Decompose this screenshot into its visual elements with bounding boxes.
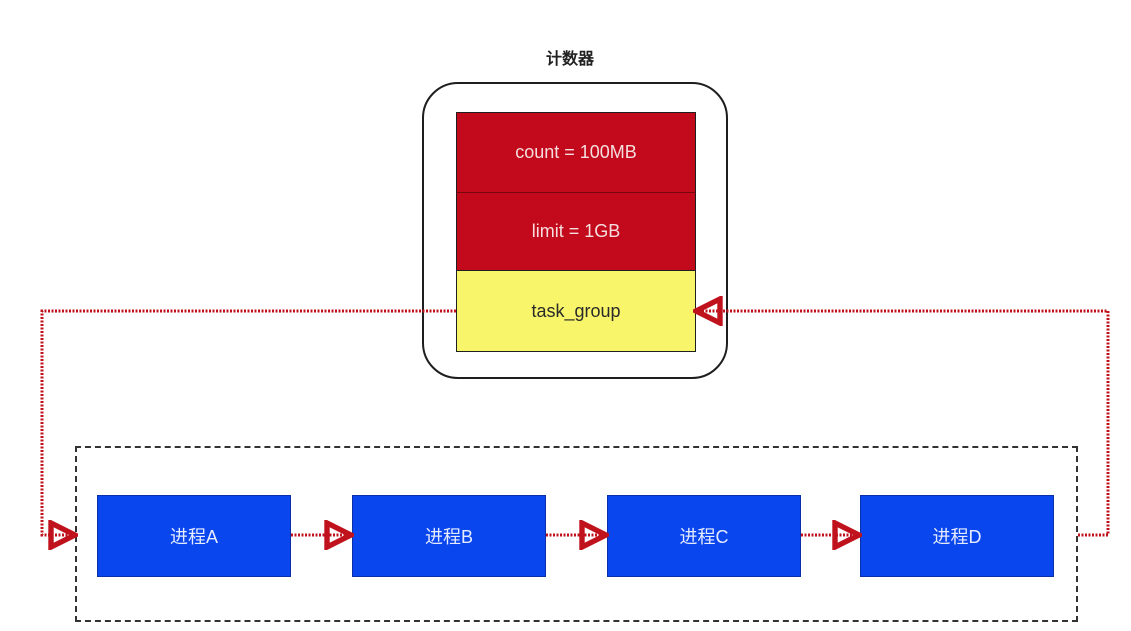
- arrow-d-to-taskgroup: [699, 311, 1110, 537]
- process-d: 进程D: [860, 495, 1054, 577]
- process-a: 进程A: [97, 495, 291, 577]
- process-c: 进程C: [607, 495, 801, 577]
- counter-title: 计数器: [545, 51, 594, 68]
- task-group-field: task_group: [456, 270, 696, 352]
- process-b: 进程B: [352, 495, 546, 577]
- count-field: count = 100MB: [456, 112, 696, 193]
- arrow-taskgroup-to-a: [40, 309, 456, 535]
- counter-container: [422, 82, 728, 379]
- limit-field: limit = 1GB: [456, 192, 696, 271]
